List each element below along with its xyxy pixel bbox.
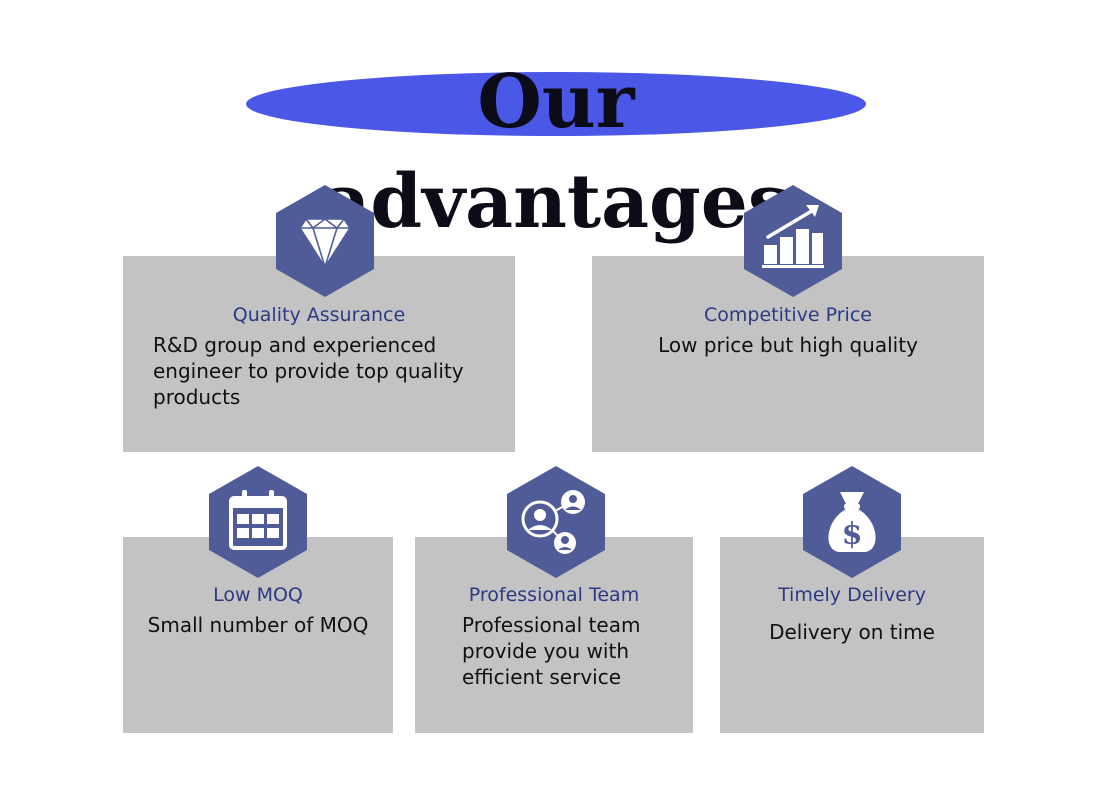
advantage-card-timely-delivery: Timely Delivery Delivery on time — [720, 537, 984, 733]
title-ellipse — [246, 72, 866, 136]
card-text: R&D group and experienced engineer to pr… — [153, 333, 464, 409]
page-title: Our advantages — [322, 59, 790, 245]
card-title: Competitive Price — [704, 304, 872, 326]
dollar-sign: $ — [842, 517, 863, 552]
card-text: Small number of MOQ — [147, 613, 369, 637]
card-title: Professional Team — [468, 584, 640, 606]
card-title: Quality Assurance — [232, 304, 406, 326]
card-text: Professional team provide you with effic… — [462, 613, 641, 689]
card-title: Low MOQ — [213, 584, 303, 606]
advantage-card-professional-team: Professional Team Professional team prov… — [415, 537, 693, 733]
card-text: Delivery on time — [769, 620, 935, 644]
advantage-card-competitive-price: Competitive Price Low price but high qua… — [592, 256, 984, 452]
card-text: Low price but high quality — [658, 333, 918, 357]
card-title: Timely Delivery — [778, 584, 926, 606]
